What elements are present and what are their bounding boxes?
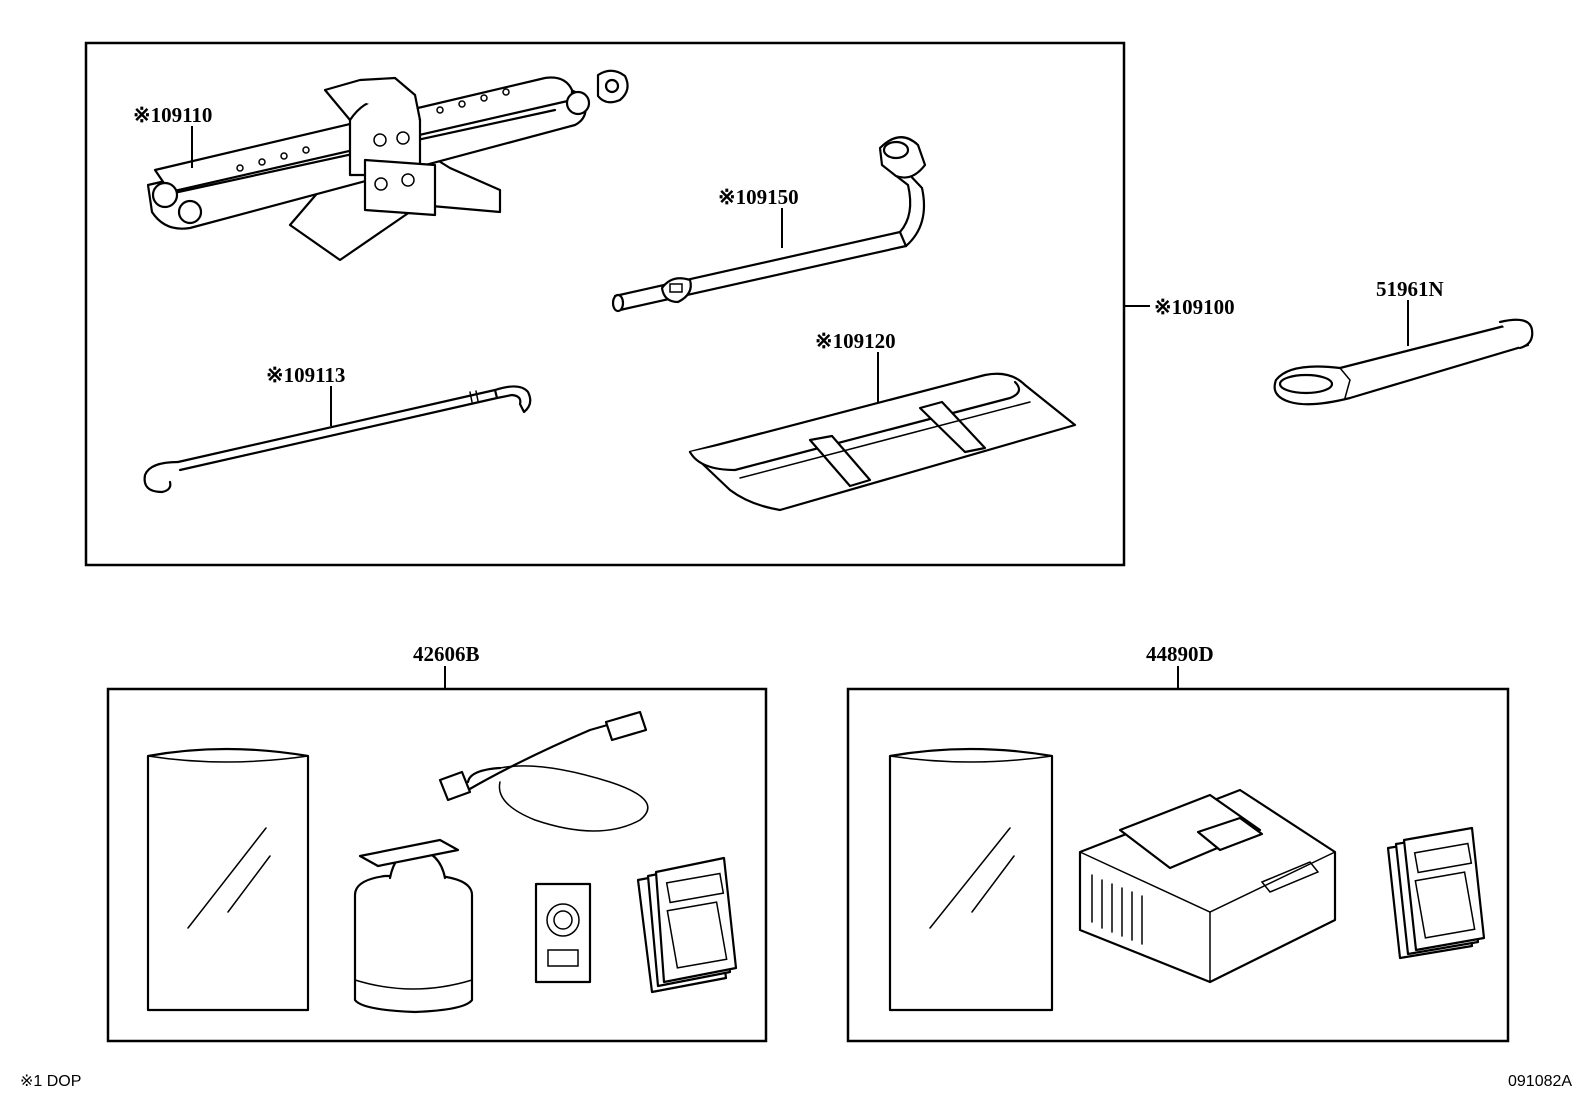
tow-hook-label[interactable]: 51961N	[1376, 277, 1444, 301]
wrench-label[interactable]: ※109150	[718, 185, 799, 209]
repair-kit-b-bag-illustration[interactable]	[888, 747, 1054, 1012]
scissor-jack-illustration[interactable]	[146, 69, 629, 262]
repair-kit-a-manual-illustration[interactable]	[636, 856, 738, 994]
lug-wrench-illustration[interactable]	[611, 136, 927, 313]
tool-bag-label[interactable]: ※109120	[815, 329, 896, 353]
repair-kit-a-bag-illustration[interactable]	[146, 747, 310, 1012]
tool-bag-illustration[interactable]	[688, 372, 1077, 512]
jack-handle-label[interactable]: ※109113	[266, 363, 345, 387]
diagram-code: 091082A	[1508, 1073, 1572, 1090]
repair-kit-a-sealant-bottle-illustration[interactable]	[353, 838, 474, 1014]
tow-hook-illustration[interactable]	[1273, 318, 1534, 406]
jack-label[interactable]: ※109110	[133, 103, 212, 127]
footnote-dop: ※1 DOP	[20, 1073, 81, 1090]
repair-kit-a-hose-illustration[interactable]	[438, 710, 649, 832]
tool-set-frame	[84, 41, 1126, 567]
repair-kit-a-sticker-illustration[interactable]	[534, 882, 592, 984]
repair-kit-b-label[interactable]: 44890D	[1146, 642, 1214, 666]
repair-kit-a-frame	[106, 687, 768, 1043]
repair-kit-a-label[interactable]: 42606B	[413, 642, 480, 666]
jack-handle-illustration[interactable]	[143, 385, 532, 494]
repair-kit-b-frame	[846, 687, 1510, 1043]
tool-set-label[interactable]: ※109100	[1154, 295, 1235, 319]
repair-kit-b-compressor-illustration[interactable]	[1078, 788, 1337, 984]
repair-kit-b-manual-illustration[interactable]	[1386, 826, 1486, 960]
